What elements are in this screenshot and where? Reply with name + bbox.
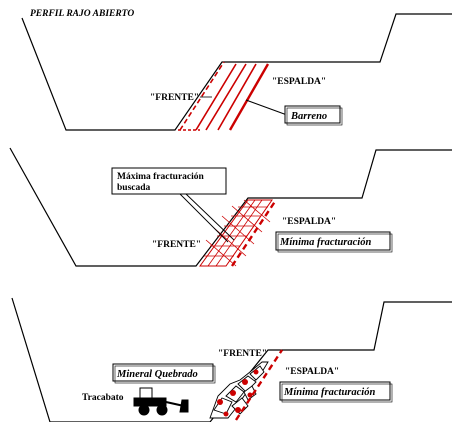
tracabato-label: Tracabato	[82, 393, 124, 403]
minima-box-2	[275, 231, 391, 251]
minima-label-2: Mínima fracturación	[279, 237, 371, 248]
panel-2: Máxima fracturación buscada "FRENTE" "ES…	[9, 147, 452, 267]
borehole-line	[179, 61, 225, 131]
fracture-outline	[199, 199, 273, 267]
rock-fragment	[242, 379, 248, 385]
fracture-line	[243, 199, 271, 223]
minima-box-3	[279, 381, 391, 401]
espalda-label-2: "ESPALDA"	[282, 217, 336, 227]
minima-label-3: Mínima fracturación	[283, 387, 375, 398]
borehole-line	[205, 63, 247, 131]
barreno-pointer	[245, 99, 288, 116]
loader-bucket	[179, 399, 189, 413]
maxima-label-line2: buscada	[117, 183, 151, 193]
espalda-label-3: "ESPALDA"	[285, 367, 339, 377]
mineral-box	[112, 363, 214, 382]
maxima-pointer	[179, 193, 229, 243]
espalda-label-1: "ESPALDA"	[272, 77, 326, 87]
borehole-line	[195, 63, 237, 131]
rock-fragment	[253, 369, 259, 375]
pit-profile-2	[9, 147, 452, 267]
diagram-title: PERFIL RAJO ABIERTO	[30, 9, 134, 19]
maxima-pointer	[185, 193, 235, 241]
loader-wheel	[138, 404, 150, 416]
fracture-zone	[199, 199, 273, 267]
minima-box-2-shadow	[277, 233, 393, 253]
mineral-box-shadow	[114, 365, 216, 384]
frente-label-2: "FRENTE"	[152, 240, 201, 250]
mineral-label: Mineral Quebrado	[116, 369, 198, 380]
espalda-line-3	[234, 349, 284, 421]
maxima-box	[111, 167, 227, 195]
borehole-line	[228, 63, 270, 131]
barreno-box-shadow	[286, 107, 343, 126]
loader-wheel	[156, 404, 168, 416]
rock-fragment	[235, 407, 241, 413]
rock-fragment	[217, 399, 223, 405]
minima-box-3-shadow	[281, 383, 393, 403]
pit-profile-3	[11, 297, 452, 422]
frente-label-1: "FRENTE"	[150, 93, 199, 103]
rock-fragment	[247, 392, 253, 398]
panel-1: "FRENTE" "ESPALDA" Barreno	[21, 13, 452, 131]
pit-profile-1	[21, 13, 452, 131]
maxima-label-line1: Máxima fracturación	[117, 172, 205, 182]
barreno-box	[284, 105, 341, 124]
rock-fragment	[230, 390, 236, 396]
borehole-line	[217, 63, 257, 131]
loader-icon	[133, 387, 189, 416]
fracture-line	[207, 199, 256, 267]
fracture-line	[205, 239, 237, 267]
broken-rock-pile	[209, 361, 269, 419]
frente-label-3: "FRENTE"	[218, 349, 267, 359]
boreholes	[178, 61, 270, 131]
rock-fragment	[223, 411, 229, 417]
barreno-label: Barreno	[290, 111, 327, 122]
espalda-line-2	[231, 199, 277, 267]
panel-3: Mineral Quebrado "FRENTE" "ESPALDA" Míni…	[11, 297, 452, 422]
fracture-line	[213, 227, 247, 257]
